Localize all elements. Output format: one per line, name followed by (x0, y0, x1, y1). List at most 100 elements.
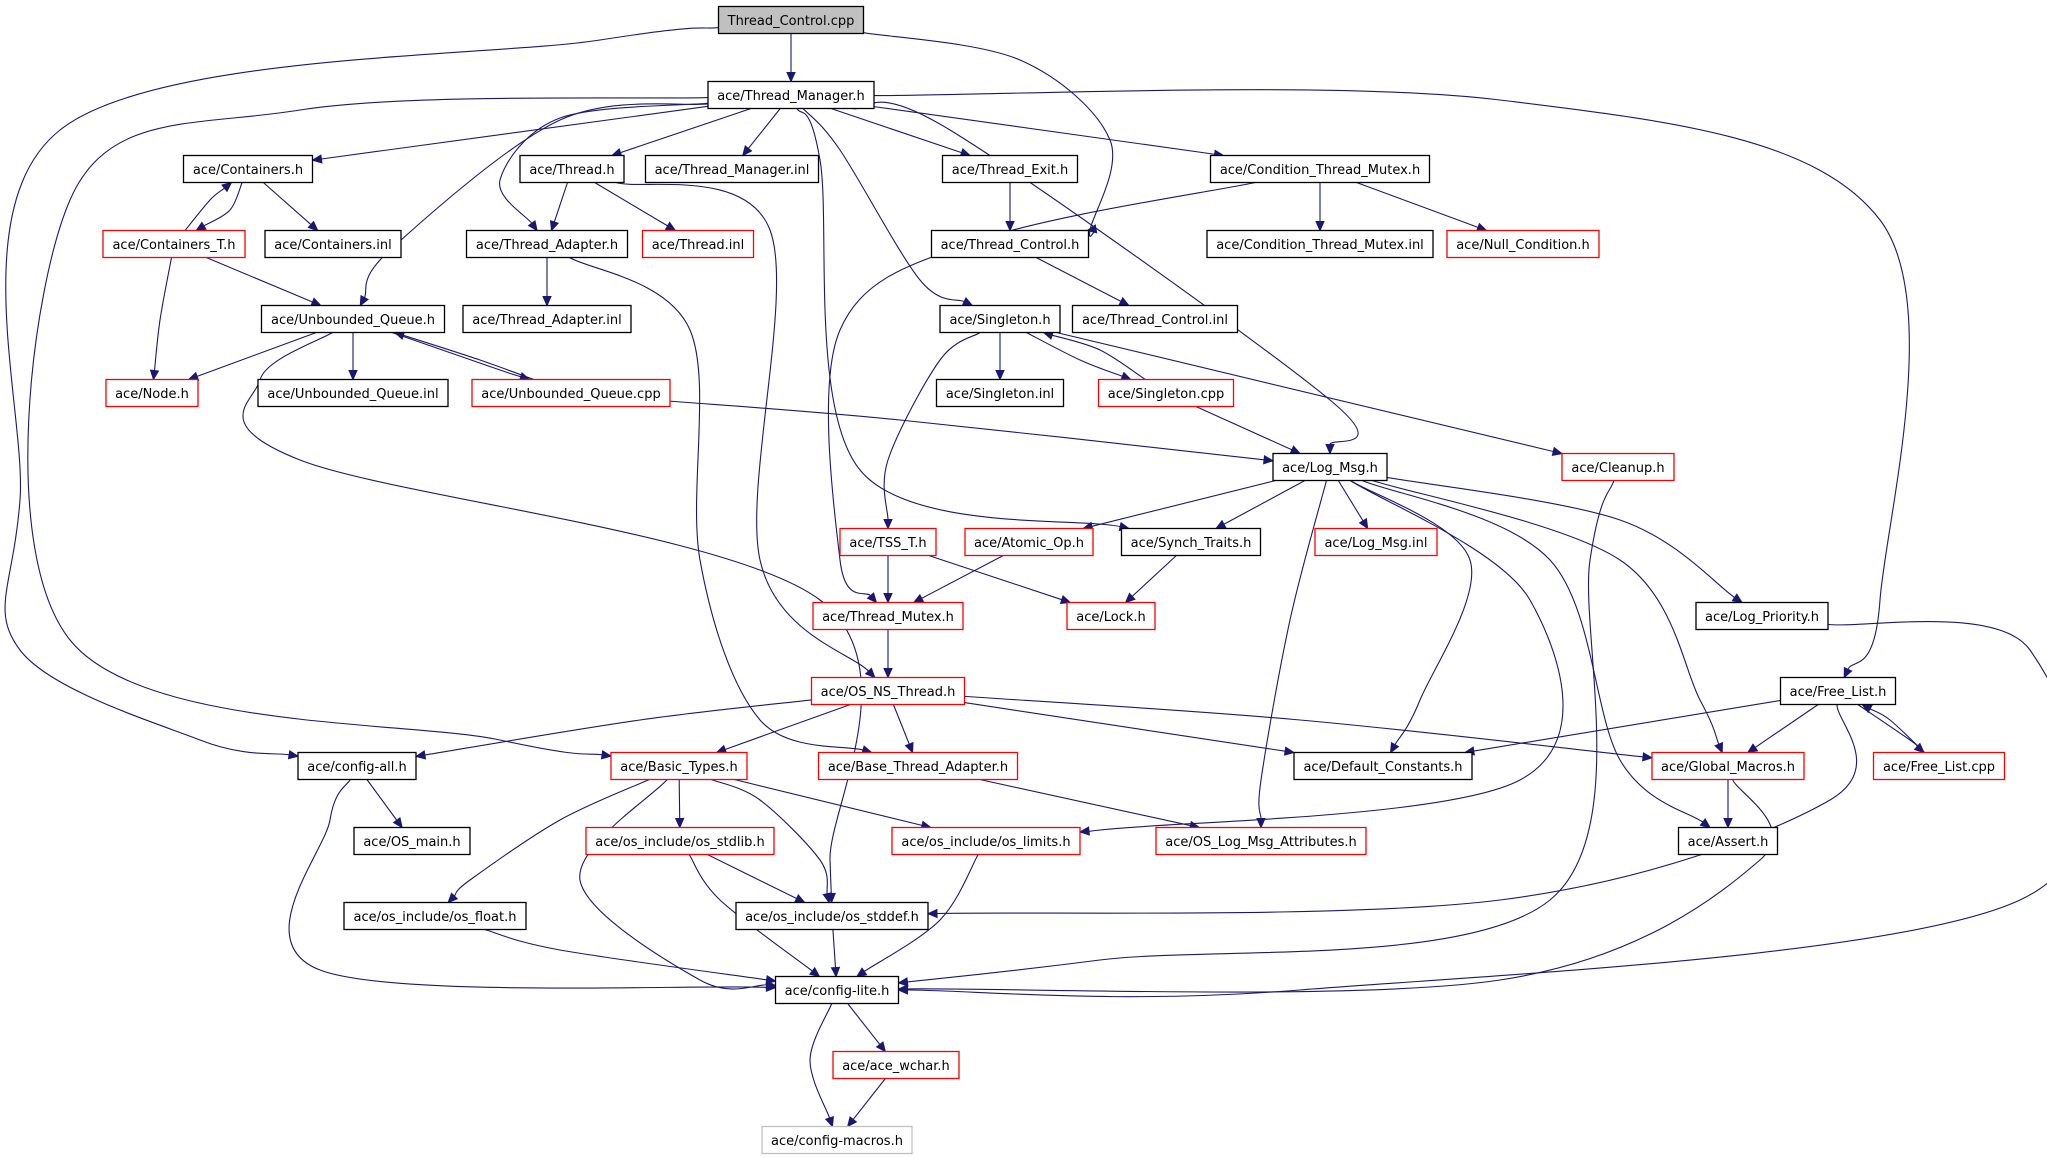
node-log-msg-inl[interactable]: ace/Log_Msg.inl (1314, 527, 1438, 557)
edge-line (1131, 555, 1177, 597)
node-tss-t-h[interactable]: ace/TSS_T.h (839, 527, 937, 557)
edge-log-msg-h-to-global-macros-h (1371, 479, 1723, 754)
edge-thread-adapter-h-to-thread-adapter-inl (542, 257, 552, 307)
node-singleton-h[interactable]: ace/Singleton.h (939, 304, 1061, 334)
node-unbounded-queue-cpp[interactable]: ace/Unbounded_Queue.cpp (471, 378, 671, 408)
node-os-main-h[interactable]: ace/OS_main.h (353, 826, 471, 856)
edge-os-ns-thread-h-to-base-thread-adapter-h (892, 704, 914, 754)
edge-singleton-h-to-tss-t-h (883, 332, 981, 530)
node-thread-control-inl[interactable]: ace/Thread_Control.inl (1071, 304, 1239, 334)
node-base-thread-adapter-h[interactable]: ace/Base_Thread_Adapter.h (817, 751, 1019, 781)
node-null-condition-h[interactable]: ace/Null_Condition.h (1446, 229, 1600, 259)
node-os-log-msg-attributes-h[interactable]: ace/OS_Log_Msg_Attributes.h (1155, 826, 1367, 856)
edge-os-ns-thread-h-to-default-constants-h (964, 702, 1296, 756)
node-node-h[interactable]: ace/Node.h (105, 378, 199, 408)
node-cleanup-h[interactable]: ace/Cleanup.h (1561, 452, 1675, 482)
node-box (1314, 527, 1438, 557)
node-containers-h[interactable]: ace/Containers.h (182, 154, 314, 184)
node-os-stdlib-h[interactable]: ace/os_include/os_stdlib.h (585, 826, 775, 856)
node-box (644, 154, 820, 184)
node-free-list-cpp[interactable]: ace/Free_List.cpp (1872, 751, 2006, 781)
node-label: ace/Thread_Control.h (941, 238, 1080, 253)
node-config-all-h[interactable]: ace/config-all.h (297, 751, 417, 781)
node-thread-control-h[interactable]: ace/Thread_Control.h (930, 229, 1090, 259)
node-label: ace/Thread.inl (652, 238, 745, 253)
node-condition-thread-mutex-h[interactable]: ace/Condition_Thread_Mutex.h (1209, 154, 1431, 184)
node-box (1561, 452, 1675, 482)
edge-condition-thread-mutex-h-to-condition-thread-mutex-inl (1315, 182, 1325, 232)
node-containers-t-h[interactable]: ace/Containers_T.h (102, 229, 246, 259)
node-label: ace/os_include/os_limits.h (901, 835, 1070, 850)
arrowhead (786, 72, 796, 83)
arrowhead (883, 668, 893, 679)
edge-line (873, 106, 1215, 155)
node-assert-h[interactable]: ace/Assert.h (1677, 826, 1779, 856)
edge-line (710, 778, 828, 894)
node-unbounded-queue-inl[interactable]: ace/Unbounded_Queue.inl (257, 378, 449, 408)
node-os-stddef-h[interactable]: ace/os_include/os_stddef.h (735, 901, 929, 931)
edge-log-msg-h-to-synch-traits-h (1214, 480, 1306, 530)
edge-line (453, 778, 650, 897)
node-basic-types-h[interactable]: ace/Basic_Types.h (610, 751, 748, 781)
node-lock-h[interactable]: ace/Lock.h (1066, 601, 1156, 631)
node-singleton-cpp[interactable]: ace/Singleton.cpp (1097, 378, 1235, 408)
node-containers-inl[interactable]: ace/Containers.inl (264, 229, 402, 259)
edge-line (907, 621, 2047, 998)
node-free-list-h[interactable]: ace/Free_List.h (1779, 676, 1897, 706)
node-label: ace/Null_Condition.h (1456, 238, 1590, 253)
node-global-macros-h[interactable]: ace/Global_Macros.h (1651, 751, 1805, 781)
edge-line (809, 1003, 833, 1119)
node-box (941, 154, 1079, 184)
node-singleton-inl[interactable]: ace/Singleton.inl (935, 378, 1065, 408)
node-thread-mutex-h[interactable]: ace/Thread_Mutex.h (812, 601, 964, 631)
node-default-constants-h[interactable]: ace/Default_Constants.h (1293, 751, 1473, 781)
node-config-macros-h[interactable]: ace/config-macros.h (761, 1125, 913, 1155)
node-label: ace/Condition_Thread_Mutex.inl (1216, 238, 1424, 253)
node-thread-manager-inl[interactable]: ace/Thread_Manager.inl (644, 154, 820, 184)
node-condition-thread-mutex-inl[interactable]: ace/Condition_Thread_Mutex.inl (1206, 229, 1434, 259)
edge-line (1386, 476, 1735, 598)
edge-config-all-h-to-os-main-h (366, 779, 403, 829)
edge-thread-manager-h-to-thread-manager-inl (741, 108, 781, 157)
node-config-lite-h[interactable]: ace/config-lite.h (774, 975, 900, 1005)
node-thread-adapter-h[interactable]: ace/Thread_Adapter.h (465, 229, 629, 259)
node-label: ace/Containers.inl (274, 238, 391, 253)
arrowhead (600, 750, 613, 760)
node-thread-adapter-inl[interactable]: ace/Thread_Adapter.inl (462, 304, 632, 334)
node-os-float-h[interactable]: ace/os_include/os_float.h (343, 901, 527, 931)
node-log-priority-h[interactable]: ace/Log_Priority.h (1695, 601, 1829, 631)
node-label: ace/Containers.h (193, 163, 303, 178)
node-thread-inl[interactable]: ace/Thread.inl (641, 229, 755, 259)
arrowhead (883, 519, 893, 530)
node-log-msg-h[interactable]: ace/Log_Msg.h (1272, 452, 1388, 482)
node-thread-manager-h[interactable]: ace/Thread_Manager.h (707, 80, 875, 110)
node-atomic-op-h[interactable]: ace/Atomic_Op.h (964, 527, 1094, 557)
node-unbounded-queue-h[interactable]: ace/Unbounded_Queue.h (260, 304, 446, 334)
node-thread-h[interactable]: ace/Thread.h (519, 154, 625, 184)
edge-thread-manager-h-to-condition-thread-mutex-h (873, 106, 1225, 159)
arrowhead (822, 892, 832, 904)
node-label: ace/Unbounded_Queue.h (271, 313, 435, 328)
node-label: ace/Thread.h (529, 163, 614, 178)
edge-line (403, 334, 534, 381)
edge-line (391, 331, 521, 378)
node-ace-wchar-h[interactable]: ace/ace_wchar.h (832, 1050, 960, 1080)
arrowhead (1746, 743, 1759, 754)
node-os-limits-h[interactable]: ace/os_include/os_limits.h (891, 826, 1081, 856)
node-thread-control-cpp[interactable]: Thread_Control.cpp (717, 5, 865, 35)
arrowhead (864, 667, 876, 679)
arrowhead (195, 221, 207, 232)
edge-condition-thread-mutex-h-to-thread-mutex-h (827, 181, 1256, 604)
edge-line (1035, 257, 1122, 302)
edge-thread-h-to-os-ns-thread-h (615, 181, 876, 679)
edge-line (796, 108, 1121, 528)
node-box (810, 676, 966, 706)
arrowhead (897, 977, 909, 987)
node-thread-exit-h[interactable]: ace/Thread_Exit.h (941, 154, 1079, 184)
node-label: ace/Log_Msg.h (1282, 461, 1378, 476)
node-synch-traits-h[interactable]: ace/Synch_Traits.h (1120, 527, 1262, 557)
arrowhead (765, 975, 777, 985)
node-os-ns-thread-h[interactable]: ace/OS_NS_Thread.h (810, 676, 966, 706)
edge-thread-h-to-thread-inl (594, 182, 677, 232)
edge-containers-h-to-containers-inl (262, 182, 319, 232)
